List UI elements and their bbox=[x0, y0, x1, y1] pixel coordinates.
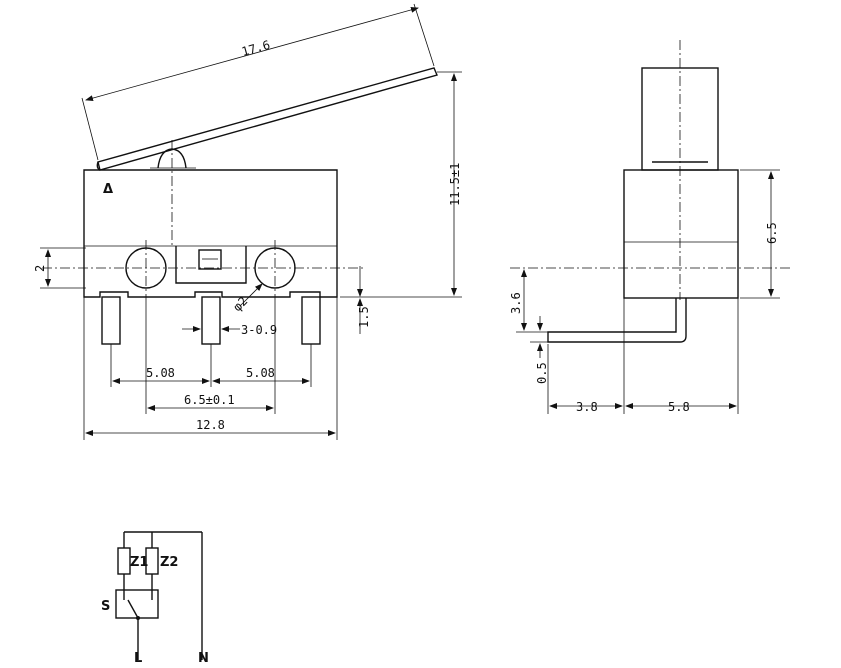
dim-hole-offset: 2 bbox=[33, 247, 86, 289]
dim-side-pin-height: 3.6 bbox=[509, 269, 548, 333]
pins bbox=[101, 296, 321, 345]
svg-text:17.6: 17.6 bbox=[240, 38, 272, 59]
svg-text:12.8: 12.8 bbox=[196, 418, 225, 432]
front-view: Δ 17.6 11.5±1 bbox=[33, 3, 462, 440]
switch-body: Δ bbox=[83, 169, 338, 298]
svg-text:3.6: 3.6 bbox=[509, 292, 523, 314]
dim-pin-bottom: 1.5 bbox=[357, 266, 371, 334]
resistor-z1 bbox=[117, 547, 131, 575]
svg-text:5.08: 5.08 bbox=[246, 366, 275, 380]
svg-text:Z2: Z2 bbox=[160, 555, 178, 570]
svg-text:S: S bbox=[101, 599, 110, 614]
dim-side-offset: 3.8 bbox=[549, 400, 623, 414]
dim-side-height: 6.5 bbox=[740, 169, 780, 299]
wiring-schematic: Z1 Z2 S L N bbox=[101, 531, 209, 666]
svg-text:5.08: 5.08 bbox=[146, 366, 175, 380]
svg-text:L: L bbox=[134, 651, 142, 666]
svg-text:2: 2 bbox=[33, 265, 47, 272]
svg-text:6.5±0.1: 6.5±0.1 bbox=[184, 393, 235, 407]
dim-hole-diameter: φ2 bbox=[230, 283, 263, 314]
pin-right bbox=[301, 296, 321, 345]
side-pin bbox=[547, 298, 687, 343]
dim-body-width: 12.8 bbox=[85, 418, 336, 436]
svg-text:3.8: 3.8 bbox=[576, 400, 598, 414]
dim-lever-length: 17.6 bbox=[81, 3, 435, 161]
lever bbox=[96, 67, 438, 171]
svg-text:6.5: 6.5 bbox=[765, 222, 779, 244]
dim-pitch-left: 5.08 bbox=[112, 366, 210, 384]
svg-text:3-0.9: 3-0.9 bbox=[241, 323, 277, 337]
svg-text:1.5: 1.5 bbox=[357, 306, 371, 328]
side-body bbox=[623, 169, 739, 299]
dim-side-width: 5.8 bbox=[625, 400, 737, 414]
dim-pin-width: 3-0.9 bbox=[182, 323, 277, 337]
pin-left bbox=[101, 296, 121, 345]
side-view: 6.5 3.6 0.5 3.8 5.8 bbox=[509, 40, 790, 414]
svg-text:0.5: 0.5 bbox=[535, 362, 549, 384]
pin-mid bbox=[201, 296, 221, 345]
body-mark: Δ bbox=[103, 182, 113, 197]
dim-hole-pitch: 6.5±0.1 bbox=[147, 393, 274, 411]
svg-text:N: N bbox=[198, 651, 209, 666]
svg-text:Z1: Z1 bbox=[130, 555, 148, 570]
dim-pitch-right: 5.08 bbox=[212, 366, 310, 384]
svg-text:5.8: 5.8 bbox=[668, 400, 690, 414]
dim-side-pin-thickness: 0.5 bbox=[530, 316, 549, 384]
dim-total-height: 11.5±1 bbox=[340, 71, 462, 298]
svg-text:11.5±1: 11.5±1 bbox=[448, 163, 462, 206]
